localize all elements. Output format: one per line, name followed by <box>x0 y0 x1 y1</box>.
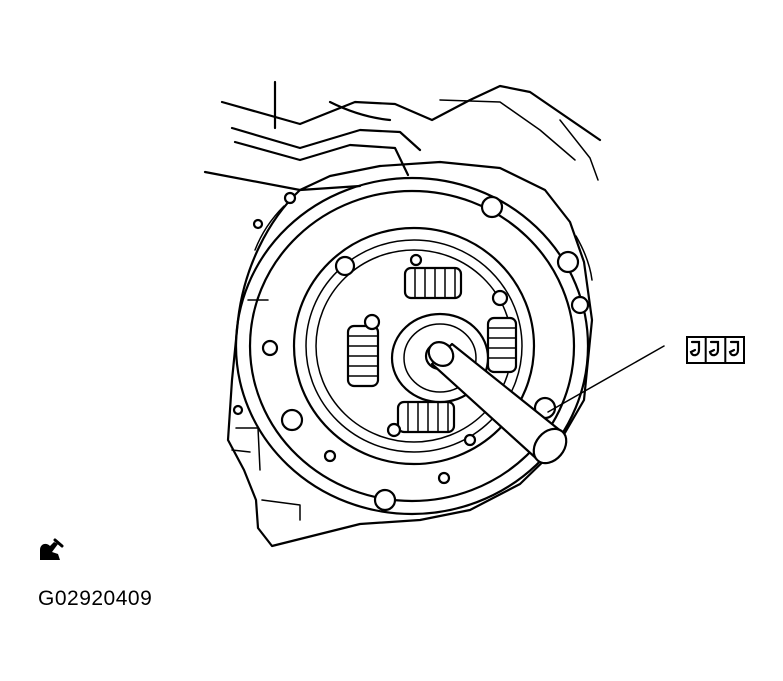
bolt <box>252 218 264 230</box>
bolt <box>261 339 279 357</box>
bolt <box>437 471 451 485</box>
hint-pencil-icon <box>40 538 64 560</box>
bolt <box>232 404 244 416</box>
alignment-tool <box>427 341 568 465</box>
cover-bolts <box>232 191 590 512</box>
bolt <box>570 295 590 315</box>
clutch-disc <box>346 253 518 447</box>
figure-id: G02920409 <box>38 587 153 610</box>
bolt <box>323 449 337 463</box>
transaxle-housing <box>226 160 594 548</box>
damper-spring <box>486 316 518 374</box>
sst-leader-line <box>547 345 665 413</box>
bolt <box>283 191 297 205</box>
bolt <box>373 488 397 512</box>
bolt <box>280 408 304 432</box>
bolt <box>556 250 580 274</box>
bolt <box>491 289 509 307</box>
damper-spring <box>396 400 456 434</box>
damper-spring <box>403 266 463 300</box>
engine-background <box>203 80 602 192</box>
bolt <box>480 195 504 219</box>
special-service-tool-icon <box>686 336 745 364</box>
bolt <box>334 255 356 277</box>
